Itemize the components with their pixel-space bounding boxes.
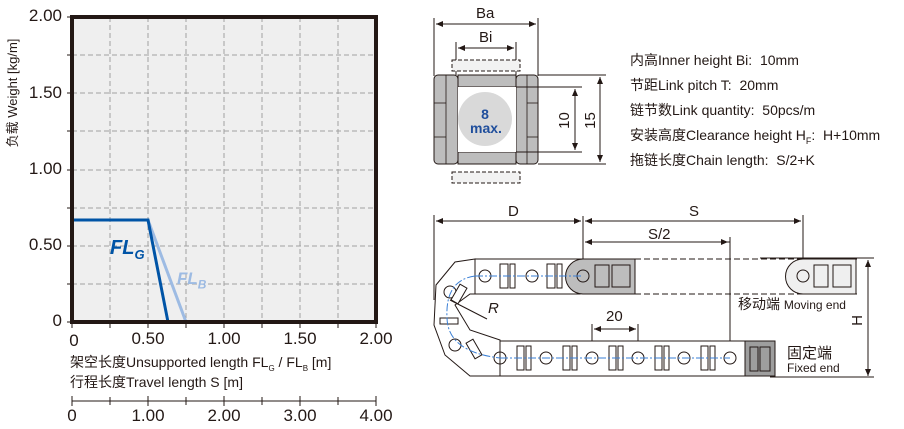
y-tick-label: 0.50: [28, 235, 62, 254]
secondary-tick-label: 4.00: [359, 406, 393, 425]
y-tick-label: 0: [52, 311, 62, 330]
secondary-tick-label: 3.00: [283, 406, 317, 425]
s-half-label: S/2: [648, 226, 671, 243]
flg-curve: [72, 218, 170, 323]
x-tick-label: 0: [69, 331, 79, 350]
fixed-end-label-cn: 固定端: [787, 345, 833, 362]
x-tick-label: 2.00: [359, 329, 393, 348]
spec-link-quantity: 链节数Link quantity: 50pcs/m: [630, 102, 816, 118]
grid-lines: [72, 17, 376, 322]
spec-inner-height: 内高Inner height Bi: 10mm: [630, 52, 799, 68]
spec-clearance-height: 安装高度Clearance height HF: H+10mm: [630, 127, 881, 146]
x-tick-label: 1.50: [283, 329, 317, 348]
spec-chain-length: 拖链长度Chain length: S/2+K: [630, 152, 815, 168]
x-tick-marks: [71, 322, 377, 328]
secondary-x-axis: [71, 396, 377, 406]
s-label: S: [689, 203, 700, 220]
secondary-tick-label: 1.00: [131, 406, 165, 425]
pitch-label: 20: [606, 308, 623, 325]
x-axis-title: 架空长度Unsupported length FLG / FLB [m]: [70, 354, 332, 373]
y-tick-label: 1.50: [28, 83, 62, 102]
r-label: R: [488, 300, 499, 317]
secondary-tick-label: 0: [67, 406, 77, 425]
max-text: max.: [470, 120, 502, 136]
d-label: D: [508, 203, 519, 220]
x-axis-title-secondary: 行程长度Travel length S [m]: [70, 374, 243, 390]
y-tick-marks: [67, 16, 72, 323]
max-number: 8: [481, 106, 489, 122]
centerline: [446, 275, 730, 359]
x-tick-label: 0.50: [131, 329, 165, 348]
ba-label: Ba: [476, 5, 495, 22]
flb-curve: [146, 219, 188, 323]
spec-link-pitch: 节距Link pitch T: 20mm: [630, 77, 779, 93]
fixed-end-label-en: Fixed end: [787, 361, 840, 375]
x-tick-label: 1.00: [207, 329, 241, 348]
secondary-tick-label: 2.00: [207, 406, 241, 425]
y-tick-label: 2.00: [28, 6, 62, 25]
flg-label: FLG: [110, 237, 145, 262]
flb-label: FLB: [177, 269, 207, 292]
moving-end-label: 移动端 Moving end: [738, 296, 846, 312]
max-cable-circle: [458, 92, 512, 146]
bi-label: Bi: [479, 29, 493, 46]
h-label: H: [848, 315, 866, 326]
y-tick-label: 1.00: [28, 159, 62, 178]
